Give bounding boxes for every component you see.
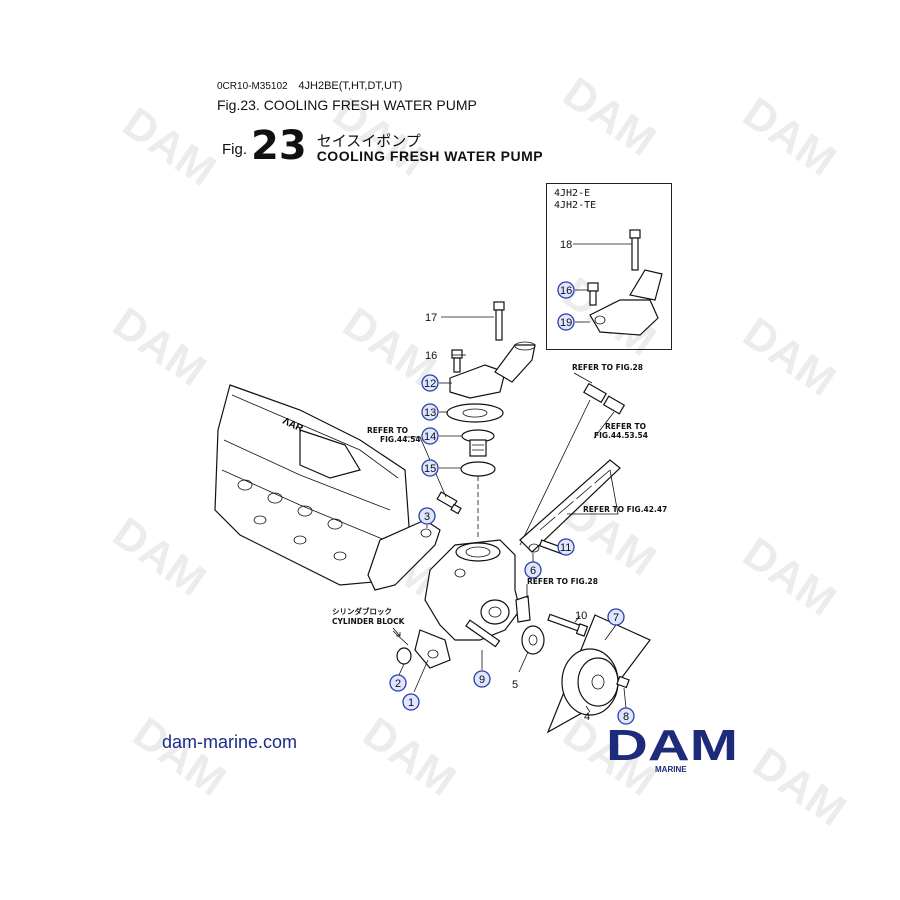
figure-title: Fig. 23 セイスイポンプ COOLING FRESH WATER PUMP [222, 123, 544, 169]
callout-12-text: 12 [424, 378, 436, 390]
watermark: DAM [324, 88, 434, 186]
callout-13: 13 [421, 403, 439, 421]
pipe-line [519, 399, 591, 546]
fig-number: 23 [251, 123, 307, 169]
thermostat-14 [461, 429, 495, 457]
ref-refer-to-left: REFER TO [367, 426, 408, 435]
title-english: COOLING FRESH WATER PUMP [316, 148, 544, 164]
thermostat-cover-12 [449, 341, 536, 399]
inset-bolt-16 [587, 282, 599, 306]
washer-6 [528, 543, 540, 553]
callout-9: 9 [473, 670, 491, 688]
ref-fig-28-bottom: REFER TO FIG.28 [527, 577, 598, 586]
callout-9-text: 9 [479, 674, 485, 686]
o-ring-15 [460, 461, 496, 477]
callout-8-text: 8 [623, 711, 629, 723]
callout-7: 7 [607, 608, 625, 626]
callout-2-text: 2 [395, 678, 401, 690]
hub-5 [521, 625, 545, 655]
fig-label: Fig. [222, 141, 248, 158]
label-4: 4 [584, 711, 590, 723]
callout-7-text: 7 [613, 612, 619, 624]
gasket-13 [446, 403, 504, 423]
callout-6: 6 [524, 561, 542, 579]
watermark: DAM [114, 98, 224, 196]
label-17: 17 [425, 312, 437, 324]
callout-14: 14 [421, 427, 439, 445]
inset-callout-19-text: 19 [560, 317, 572, 329]
callout-15-text: 15 [424, 463, 436, 475]
inset-callout-16: 16 [557, 281, 575, 299]
ref-refer-to-right: REFER TO [605, 422, 646, 431]
watermark: DAM [104, 508, 214, 606]
temperature-sender [436, 491, 462, 515]
logo-subtitle: MARINE [655, 765, 687, 774]
ref-fig-42-47: REFER TO FIG.42.47 [583, 505, 667, 514]
ref-fig-44-54: FIG.44.54 [380, 435, 421, 444]
callout-1-text: 1 [408, 697, 414, 709]
cylinder-block-label-en: CYLINDER BLOCK [332, 617, 406, 626]
callout-8: 8 [617, 707, 635, 725]
document-code-line: 0CR10-M35102 4JH2BE(T,HT,DT,UT) [217, 80, 402, 92]
bolt-8 [616, 675, 630, 689]
cylinder-block-label-jp: シリンダブロック [332, 606, 392, 616]
leader-lines [392, 243, 632, 713]
inset-model-line2: 4JH2-TE [554, 200, 597, 211]
inset-box [546, 183, 672, 350]
callout-11: 11 [557, 538, 575, 556]
ref-fig-28-top: REFER TO FIG.28 [572, 363, 643, 372]
bolt-16 [451, 349, 463, 373]
watermark: DAM [734, 88, 844, 186]
callout-15: 15 [421, 459, 439, 477]
watermark: DAM [124, 708, 234, 806]
document-code: 0CR10-M35102 [217, 81, 288, 92]
bolt-10 [547, 613, 589, 637]
watermark: DAM [104, 298, 214, 396]
inset-model-line1: 4JH2-E [554, 188, 591, 199]
ref-fig-44-53-54: FIG.44.53.54 [594, 431, 648, 440]
watermark: DAM [734, 528, 844, 626]
title-japanese: セイスイポンプ [316, 132, 421, 150]
clamp-bracket [515, 595, 531, 623]
engine-model: 4JH2BE(T,HT,DT,UT) [298, 80, 403, 92]
watermark: DAM [354, 708, 464, 806]
bolt-9 [465, 619, 501, 648]
callout-12: 12 [421, 374, 439, 392]
callout-13-text: 13 [424, 407, 436, 419]
watermark: DAM [554, 68, 664, 166]
label-16: 16 [425, 350, 437, 362]
figure-caption: Fig.23. COOLING FRESH WATER PUMP [217, 97, 477, 113]
callout-14-text: 14 [424, 431, 436, 443]
label-10: 10 [575, 610, 587, 622]
sender-fitting [583, 382, 626, 415]
website-url[interactable]: dam-marine.com [162, 732, 298, 752]
inset-thermostat-cover-19 [589, 269, 663, 336]
callout-2: 2 [389, 674, 407, 692]
inset-callout-19: 19 [557, 313, 575, 331]
callout-3-text: 3 [424, 511, 430, 523]
callout-11-text: 11 [560, 542, 571, 554]
bolt-17 [493, 301, 505, 341]
pulley-4 [561, 648, 619, 716]
watermark: DAM [744, 738, 854, 836]
cylinder-block-drawing: ΛAR [214, 384, 411, 586]
callout-6-text: 6 [530, 565, 536, 577]
water-pump-body [414, 539, 521, 669]
inset-label-18: 18 [560, 239, 572, 251]
o-ring-2 [396, 647, 412, 665]
logo-text: DAM [606, 722, 738, 764]
callout-1: 1 [402, 693, 420, 711]
callout-3: 3 [418, 507, 436, 525]
inset-callout-16-text: 16 [560, 285, 572, 297]
inset-bolt-18 [629, 229, 641, 271]
label-5: 5 [512, 679, 518, 691]
dam-marine-logo: DAM [606, 722, 738, 764]
watermark: DAM [734, 308, 844, 406]
